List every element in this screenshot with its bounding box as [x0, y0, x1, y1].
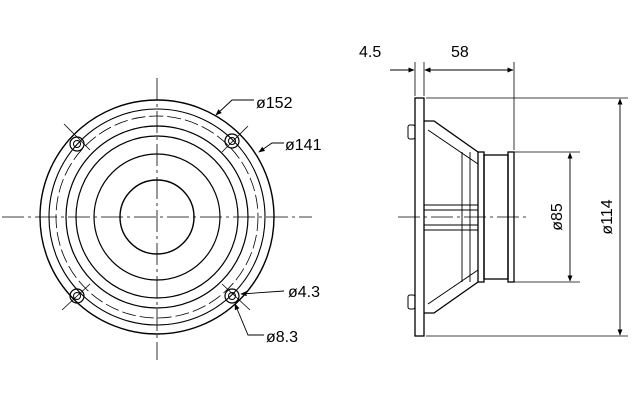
mounting-flange	[414, 97, 425, 337]
label-hole-circle-diameter: ø8.3	[266, 329, 298, 346]
mounting-hole-top-right	[221, 125, 249, 153]
frame-outer-ring	[39, 99, 275, 335]
surround-inner-ring	[75, 135, 239, 299]
cone-edge-ring	[93, 153, 221, 281]
label-mounting-depth: 58	[451, 44, 469, 61]
label-basket-diameter: ø114	[599, 199, 616, 234]
basket-outline-top	[424, 120, 479, 153]
dust-cap	[119, 179, 195, 255]
leader-hole-diameter	[240, 290, 285, 297]
gasket-bottom	[407, 294, 416, 310]
mounting-hole-bottom-left	[61, 283, 91, 311]
leader-hole-circle-diameter	[234, 303, 264, 336]
side-view: 4.5 58 ø85 ø114	[359, 44, 628, 337]
mounting-hole-top-left	[63, 123, 91, 152]
basket-outline-bottom	[424, 281, 479, 314]
label-magnet-diameter: ø85	[549, 203, 566, 231]
leader-cutout-diameter	[258, 142, 284, 153]
leader-outer-diameter	[215, 99, 254, 116]
mounting-hole-bottom-right	[221, 283, 251, 311]
label-hole-diameter: ø4.3	[288, 284, 320, 301]
frame-inner-ring	[48, 108, 266, 326]
label-flange-thickness: 4.5	[359, 44, 381, 61]
surround-outer-ring	[65, 125, 249, 309]
label-outer-diameter: ø152	[256, 95, 293, 112]
gasket-top	[407, 124, 416, 140]
bolt-circle	[55, 115, 259, 319]
front-view: ø152 ø141 ø4.3 ø8.3	[2, 78, 322, 360]
label-cutout-diameter: ø141	[285, 137, 322, 154]
magnet-back-plate	[507, 151, 515, 283]
